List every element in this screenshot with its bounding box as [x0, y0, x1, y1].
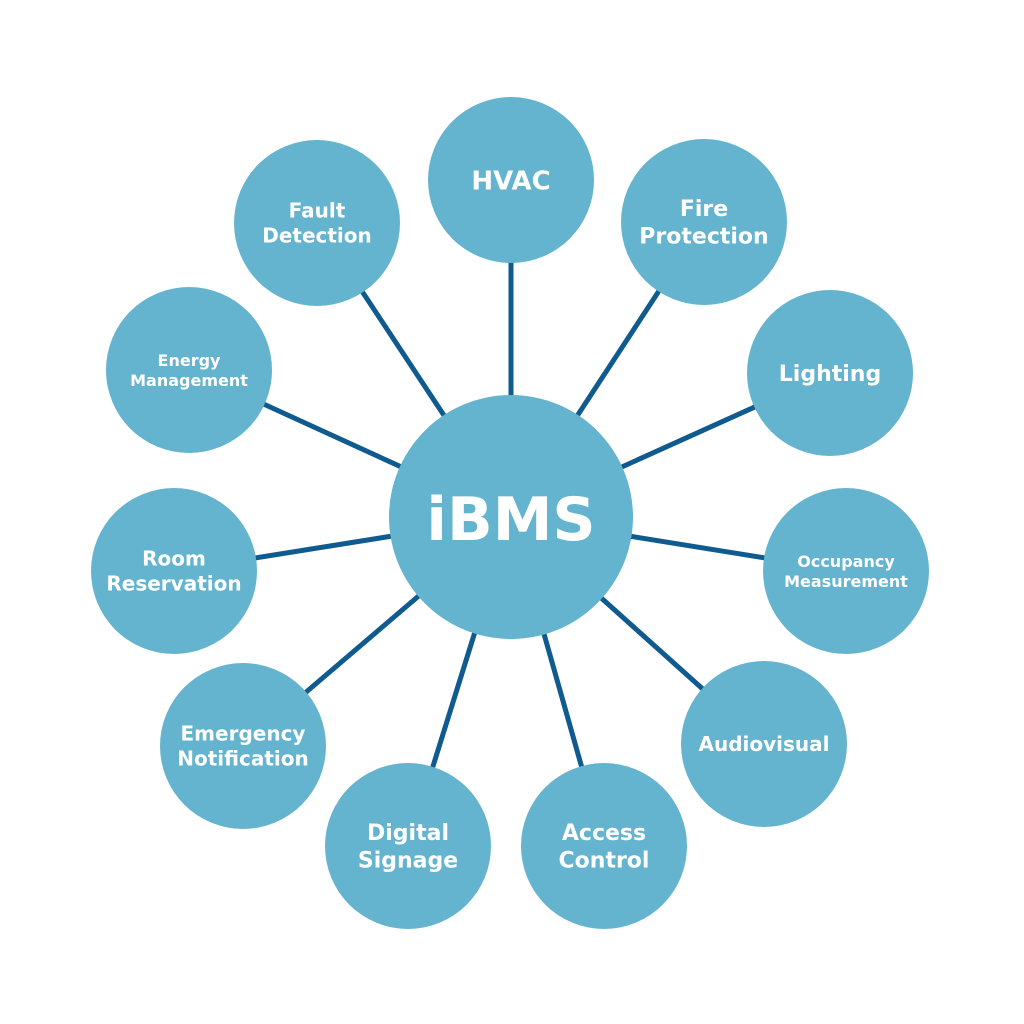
spoke-access-control — [541, 631, 585, 769]
node-hvac: HVAC — [428, 97, 594, 263]
spoke-occupancy-measurement — [629, 533, 767, 561]
node-label-energy-management-line-2: Management — [130, 371, 248, 390]
nodes-group: HVAC FireProtectionLightingOccupancyMeasu… — [91, 97, 929, 929]
node-label-room-reservation-line-2: Reservation — [106, 572, 241, 596]
spoke-digital-signage — [429, 630, 478, 770]
node-circle-audiovisual — [681, 661, 847, 827]
node-label-digital-signage-line-1: Digital — [367, 821, 449, 846]
node-circle-access-control — [521, 763, 687, 929]
node-circle-fault-detection — [234, 140, 400, 306]
spoke-lighting — [619, 404, 758, 470]
node-circle-lighting — [747, 290, 913, 456]
node-label-fault-detection-line-1: Fault — [289, 199, 346, 223]
spoke-audiovisual — [598, 595, 706, 692]
node-circle-hvac — [428, 97, 594, 263]
spoke-energy-management — [261, 401, 403, 470]
node-label-fire-protection-line-1: Fire — [680, 197, 728, 222]
node-label-digital-signage-line-2: Signage — [358, 849, 458, 874]
node-lighting: Lighting — [747, 290, 913, 456]
spoke-room-reservation — [253, 533, 393, 561]
node-circle-emergency-notification — [160, 663, 326, 829]
node-circle-digital-signage — [325, 763, 491, 929]
node-circle-room-reservation — [91, 488, 257, 654]
node-label-fire-protection-line-2: Protection — [639, 225, 768, 250]
node-label-occupancy-measurement-line-2: Measurement — [784, 572, 908, 591]
hub-node: iBMS — [389, 395, 633, 639]
node-circle-energy-management — [106, 287, 272, 453]
node-circle-occupancy-measurement — [763, 488, 929, 654]
spokes-group — [253, 261, 767, 770]
node-label-emergency-notification-line-1: Emergency — [181, 722, 306, 746]
node-audiovisual: Audiovisual — [681, 661, 847, 827]
node-label-room-reservation-line-1: Room — [142, 547, 206, 571]
node-label-hvac-line-1: HVAC — [471, 166, 550, 196]
spoke-emergency-notification — [302, 593, 422, 696]
node-label-emergency-notification-line-2: Notification — [177, 747, 308, 771]
hub-circle — [389, 395, 633, 639]
node-label-energy-management-line-1: Energy — [158, 351, 222, 370]
spoke-fault-detection — [359, 289, 447, 419]
node-label-lighting-line-1: Lighting — [779, 362, 881, 387]
hub-label: iBMS — [426, 485, 595, 555]
node-label-fault-detection-line-2: Detection — [262, 224, 372, 248]
node-label-access-control-line-2: Control — [559, 849, 650, 874]
node-circle-fire-protection — [621, 139, 787, 305]
node-label-access-control-line-1: Access — [562, 821, 646, 846]
node-label-audiovisual-line-1: Audiovisual — [698, 732, 829, 756]
spoke-fire-protection — [574, 288, 662, 418]
node-label-occupancy-measurement-line-1: Occupancy — [797, 552, 895, 571]
